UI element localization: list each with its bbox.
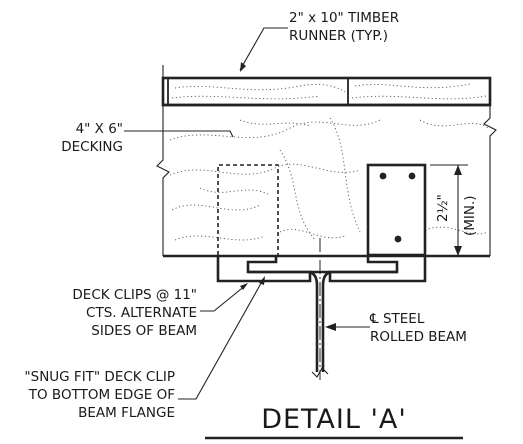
dimension-min-label: (MIN.) — [462, 195, 478, 236]
bolt-icon — [408, 172, 416, 180]
decking-label-line-1: 4" X 6" — [76, 121, 123, 137]
dimension-line — [430, 164, 468, 257]
bolt-icon — [394, 235, 402, 243]
runner-label-line-2: RUNNER (TYP.) — [289, 28, 388, 44]
deck-clip — [366, 163, 427, 257]
hidden-deck-clip — [217, 164, 279, 255]
clips-label-line-1: DECK CLIPS @ 11" — [72, 287, 197, 303]
decking-label-line-2: DECKING — [61, 139, 123, 155]
steel-beam — [216, 256, 427, 378]
runner-label-line-1: 2" x 10" TIMBER — [289, 10, 399, 26]
detail-title: DETAIL 'A' — [261, 404, 407, 435]
decking — [156, 65, 497, 258]
beam-label-line-2: ROLLED BEAM — [370, 329, 467, 345]
snug-label-line-2: TO BOTTOM EDGE OF — [28, 387, 175, 403]
clips-label-line-2: CTS. ALTERNATE — [86, 305, 197, 321]
leader-lines — [124, 27, 370, 400]
dimension-label: 2½" — [435, 194, 451, 222]
clips-label-line-3: SIDES OF BEAM — [91, 323, 197, 339]
bolt-icon — [379, 172, 387, 180]
snug-label-line-1: "SNUG FIT" DECK CLIP — [24, 369, 175, 385]
beam-label-line-1: ℄ STEEL — [369, 311, 425, 327]
timber-runner — [161, 76, 492, 107]
snug-label-line-3: BEAM FLANGE — [78, 405, 175, 421]
